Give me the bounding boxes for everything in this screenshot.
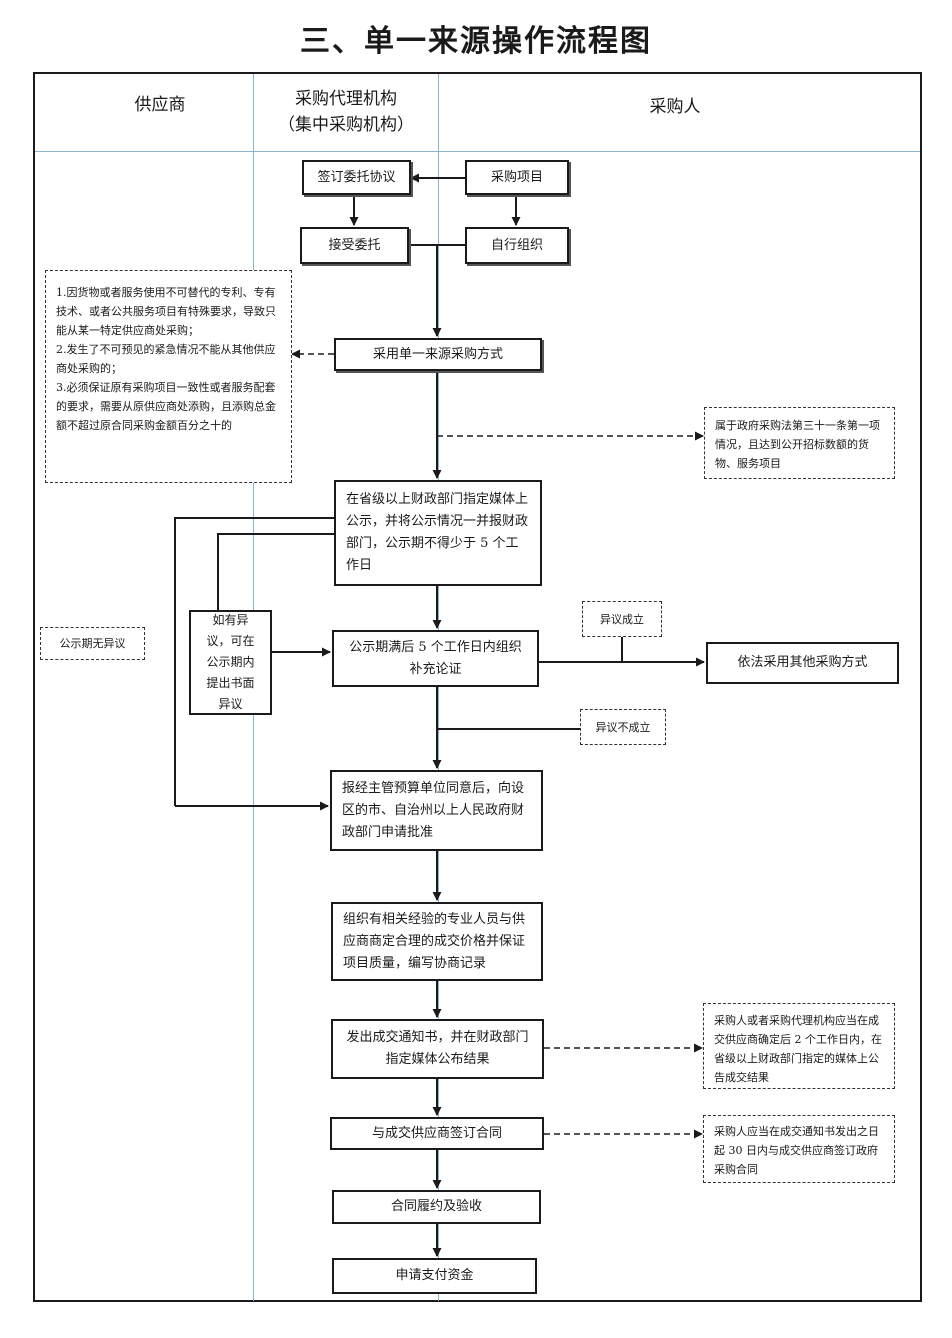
step-self-organize: 自行组织 [465,227,569,264]
note-condition-3: 3.必须保证原有采购项目一致性或者服务配套的要求，需要从原供应商处添购，且添购总… [56,381,276,432]
line-publicize-to-objection [217,533,334,610]
step-negotiate: 组织有相关经验的专业人员与供应商商定合理的成交价格并保证项目质量，编写协商记录 [331,902,543,981]
step-procurement-project: 采购项目 [465,160,569,195]
diagram-frame [33,72,922,1302]
step-supplementary-verification: 公示期满后 5 个工作日内组织补充论证 [332,630,539,687]
note-announce-result: 采购人或者采购代理机构应当在成交供应商确定后 2 个工作日内，在省级以上财政部门… [703,1003,895,1089]
note-condition-1: 1.因货物或者服务使用不可替代的专利、专有技术、或者公共服务项目有特殊要求，导致… [56,286,276,337]
step-other-method: 依法采用其他采购方式 [706,642,899,684]
lane-agency-label: 采购代理机构 （集中采购机构） [258,86,434,138]
note-conditions: 1.因货物或者服务使用不可替代的专利、专有技术、或者公共服务项目有特殊要求，导致… [45,270,292,483]
note-condition-2: 2.发生了不可预见的紧急情况不能从其他供应商处采购的； [56,343,276,375]
lane-purchaser-label: 采购人 [649,97,701,117]
step-apply-payment: 申请支付资金 [332,1258,537,1294]
lane-agency-line1: 采购代理机构 [295,89,397,109]
step-notify-result: 发出成交通知书，并在财政部门指定媒体公布结果 [331,1019,544,1079]
step-adopt-single-source: 采用单一来源采购方式 [334,338,542,371]
step-apply-approval: 报经主管预算单位同意后，向设区的市、自治州以上人民政府财政部门申请批准 [330,770,543,851]
lane-supplier-label: 供应商 [134,95,186,115]
step-accept-commission: 接受委托 [300,227,409,264]
step-objection: 如有异议，可在公示期内提出书面异议 [189,610,272,715]
header-divider [35,151,920,152]
note-article-31: 属于政府采购法第三十一条第一项情况，且达到公开招标数额的货物、服务项目 [704,407,895,479]
tag-objection-invalid: 异议不成立 [580,709,666,745]
step-publicize: 在省级以上财政部门指定媒体上公示，并将公示情况一并报财政部门，公示期不得少于 5… [334,480,542,586]
page-title: 三、单一来源操作流程图 [300,24,652,59]
tag-objection-valid: 异议成立 [582,601,662,637]
step-perform-accept: 合同履约及验收 [332,1190,541,1224]
line-no-objection-loop [174,517,334,806]
lane-divider [438,74,439,1301]
lane-agency-line2: （集中采购机构） [278,115,414,135]
step-sign-contract: 与成交供应商签订合同 [330,1117,544,1150]
tag-no-objection: 公示期无异议 [40,627,145,660]
note-contract-deadline: 采购人应当在成交通知书发出之日起 30 日内与成交供应商签订政府采购合同 [703,1115,895,1183]
step-sign-agreement: 签订委托协议 [302,160,411,195]
